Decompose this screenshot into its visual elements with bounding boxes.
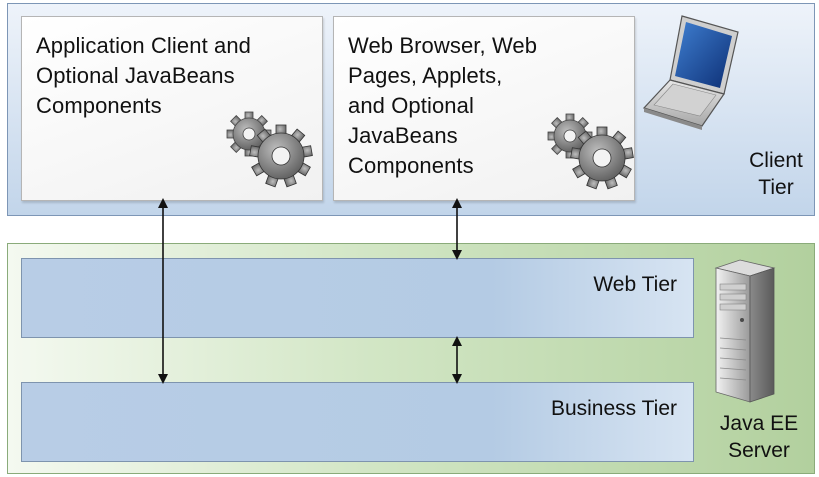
application-client-label: Application Client and Optional JavaBean…	[36, 33, 252, 118]
web-tier-band: Web Tier	[21, 258, 694, 338]
laptop-icon	[642, 15, 739, 130]
business-tier-band: Business Tier	[21, 382, 694, 462]
web-tier-label: Web Tier	[593, 273, 677, 296]
gears-icon	[226, 111, 313, 188]
java-ee-server-label: Java EE Server	[719, 412, 799, 462]
client-tier-label: Client Tier	[749, 149, 803, 199]
business-tier-label: Business Tier	[550, 397, 677, 420]
web-browser-label: Web Browser, Web Pages, Applets, and Opt…	[348, 33, 538, 178]
server-tower-icon	[714, 259, 776, 403]
application-client-panel: Application Client and Optional JavaBean…	[21, 16, 323, 201]
gears-icon	[547, 113, 634, 190]
